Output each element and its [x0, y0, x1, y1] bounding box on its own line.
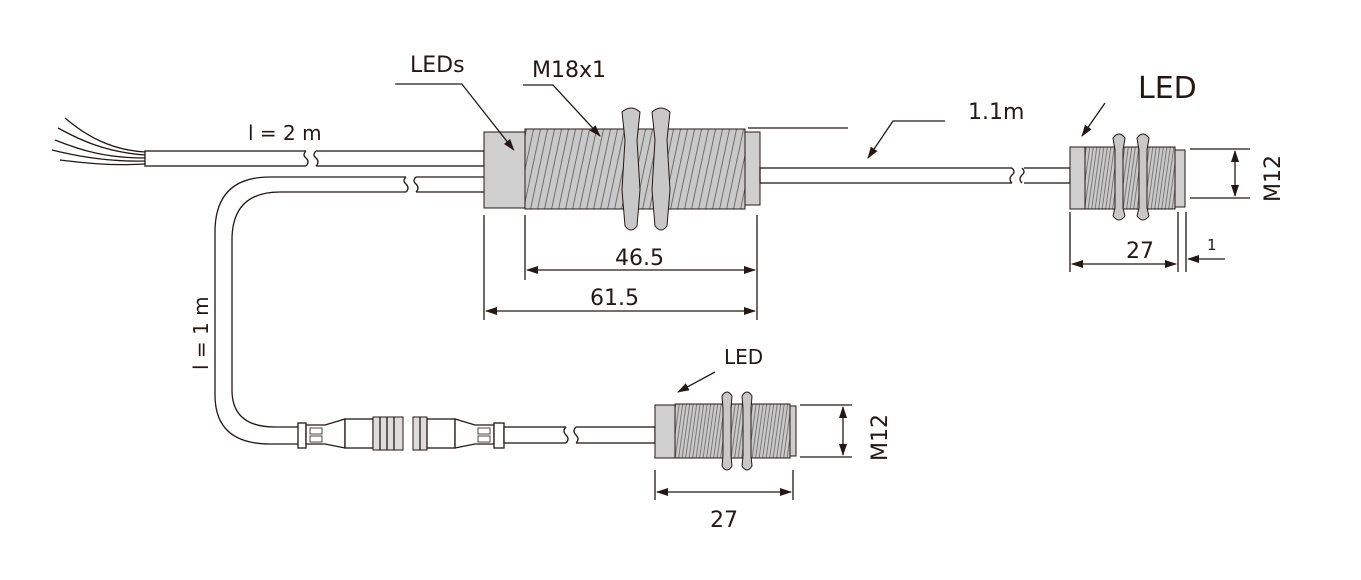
- cable-2m: [144, 149, 485, 168]
- cable-2m-label: l = 2 m: [248, 121, 322, 145]
- loose-wires: [51, 117, 146, 166]
- led-right-label: LED: [1138, 71, 1197, 106]
- dim-46-5: 46.5: [615, 246, 664, 271]
- main-sensor-m18: [483, 107, 761, 231]
- dim-right-m12: M12: [1261, 155, 1286, 202]
- dimension-lines: [483, 148, 1250, 500]
- dim-bottom-m12: M12: [868, 414, 893, 461]
- cable-1m-label: l = 1 m: [189, 296, 213, 370]
- led-bottom-label: LED: [724, 345, 763, 369]
- m18x1-label: M18x1: [532, 58, 606, 83]
- leader-lines: [395, 83, 1106, 393]
- dim-right-27: 27: [1126, 239, 1154, 264]
- m12-connector: [297, 416, 505, 451]
- dim-61-5: 61.5: [590, 286, 639, 311]
- cable-1-1m: [759, 166, 1071, 185]
- dim-bottom-27: 27: [710, 508, 738, 533]
- cable-1-1m-label: 1.1m: [968, 100, 1024, 125]
- cable-1m: [214, 175, 484, 445]
- dim-right-1: 1: [1207, 236, 1217, 254]
- bottom-sensor-m12: [654, 391, 797, 471]
- leds-label: LEDs: [410, 53, 465, 78]
- cable-bottom: [503, 425, 656, 445]
- right-sensor-m12: [1069, 133, 1186, 221]
